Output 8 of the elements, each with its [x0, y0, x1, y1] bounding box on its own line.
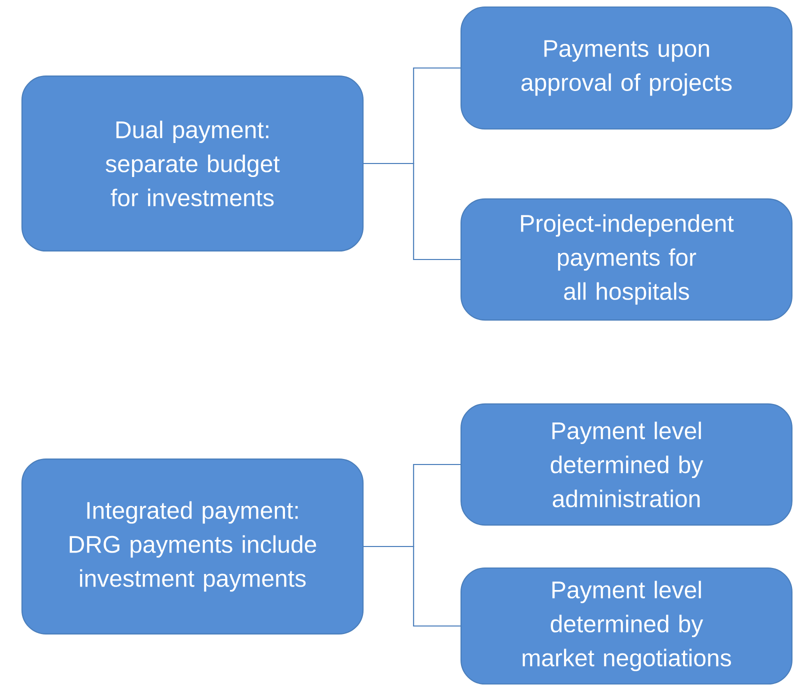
process-box: Payments upon approval of projects	[460, 6, 792, 130]
process-box: Payment level determined by administration	[460, 403, 792, 526]
process-box: Project-independent payments for all hospitals	[460, 198, 792, 321]
process-box: Dual payment: separate budget for investments	[21, 76, 364, 252]
connector-line	[364, 546, 460, 627]
process-box: Payment level determined by market negotiations	[460, 567, 792, 685]
connector-line	[364, 162, 460, 260]
process-box: Integrated payment: DRG payments include investment payments	[21, 458, 364, 634]
